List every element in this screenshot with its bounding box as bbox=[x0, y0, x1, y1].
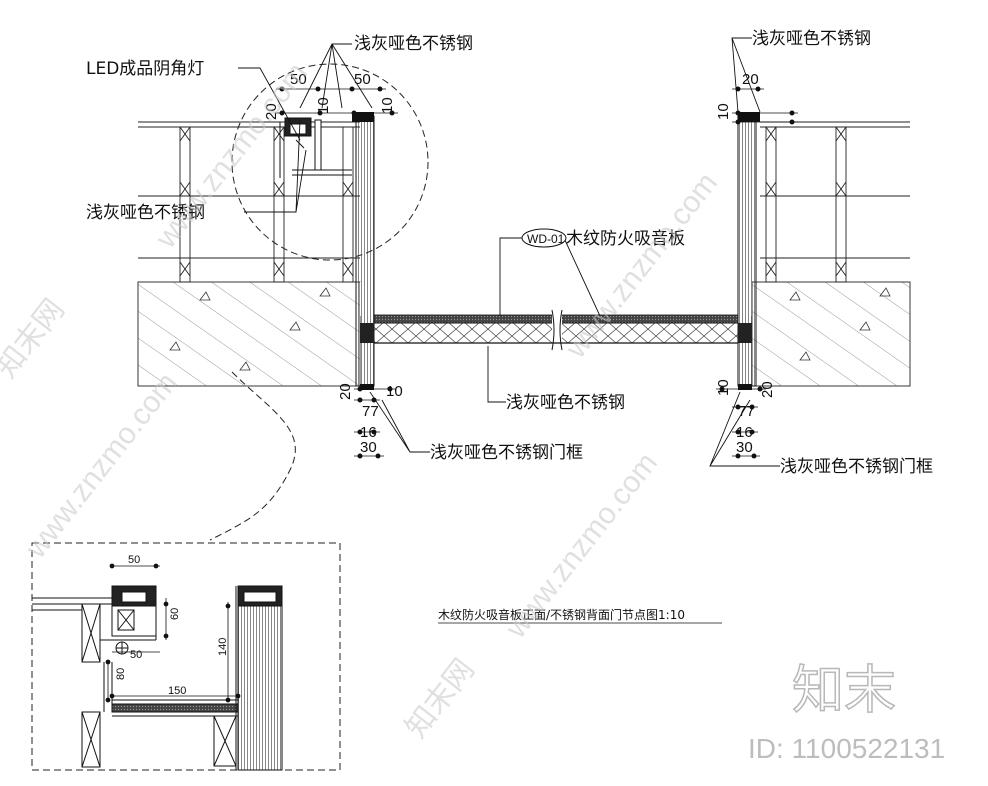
label-ss-left-mid: 浅灰哑色不锈钢 bbox=[86, 203, 205, 223]
dim-text: 10 bbox=[379, 97, 396, 114]
right-wall-panel bbox=[737, 112, 760, 390]
dim-text: 10 bbox=[386, 383, 403, 400]
label-door-frame-right: 浅灰哑色不锈钢门框 bbox=[780, 457, 933, 477]
drawing-caption: 木纹防火吸音板正面/不锈钢背面门节点图1:10 bbox=[438, 607, 722, 624]
detail-callout-circle bbox=[231, 63, 429, 261]
brand-logo-text: 知末 bbox=[792, 661, 896, 721]
detail-dim-text: 50 bbox=[130, 649, 142, 661]
detail-dim-text: 50 bbox=[128, 554, 140, 566]
detail-dim-text: 60 bbox=[169, 608, 181, 620]
detail-dim-text: 150 bbox=[168, 685, 186, 697]
concrete-slab-left bbox=[137, 281, 361, 387]
dim-text: 10 bbox=[315, 97, 332, 114]
dim-text: 16 bbox=[736, 424, 753, 441]
dimension-lines bbox=[276, 88, 798, 457]
detail-dim-text: 80 bbox=[115, 668, 127, 680]
label-ss-bottom: 浅灰哑色不锈钢 bbox=[506, 393, 625, 413]
led-light-detail bbox=[279, 117, 352, 178]
label-door-frame-left: 浅灰哑色不锈钢门框 bbox=[430, 443, 583, 463]
dim-text: 20 bbox=[337, 383, 354, 400]
label-ss-top-left: 浅灰哑色不锈钢 bbox=[354, 34, 473, 54]
concrete-slab-right bbox=[751, 281, 911, 387]
detail-dim-text: 140 bbox=[217, 638, 229, 656]
watermark-site-cn: 知末网 bbox=[0, 293, 71, 384]
caption-text: 木纹防火吸音板正面/不锈钢背面门节点图1:10 bbox=[438, 607, 685, 622]
watermark-site: www.znzmo.com bbox=[19, 367, 184, 565]
dimension-texts: 50 50 20 10 10 10 20 20 10 77 16 30 10 2… bbox=[263, 71, 776, 456]
detail-box: 50 60 50 80 150 140 bbox=[31, 542, 341, 771]
dim-text: 50 bbox=[354, 71, 371, 88]
dim-text: 77 bbox=[738, 403, 755, 420]
left-wall-panel bbox=[352, 112, 375, 390]
wood-panel-tag: WD-01 bbox=[521, 228, 567, 248]
leader-lines bbox=[238, 37, 780, 467]
dim-text: 10 bbox=[715, 379, 732, 396]
watermark-site: www.znzmo.com bbox=[149, 57, 314, 255]
dim-text: 50 bbox=[290, 71, 307, 88]
dimension-ticks bbox=[279, 86, 795, 459]
door-leaf bbox=[360, 309, 752, 351]
brand-id-text: ID: 1100522131 bbox=[748, 733, 945, 764]
ceiling-structure bbox=[138, 121, 910, 283]
dim-text: 20 bbox=[759, 381, 776, 398]
dim-text: 30 bbox=[736, 439, 753, 456]
dim-text: 20 bbox=[742, 71, 759, 88]
annotation-labels: 浅灰哑色不锈钢 LED成品阴角灯 浅灰哑色不锈钢 浅灰哑色不锈钢 木纹防火吸音板… bbox=[86, 29, 933, 477]
wood-panel-tag-text: WD-01 bbox=[527, 232, 565, 246]
dim-text: 77 bbox=[362, 403, 379, 420]
dim-text: 16 bbox=[360, 424, 377, 441]
dim-text: 30 bbox=[360, 439, 377, 456]
dim-text: 10 bbox=[715, 103, 732, 120]
label-led-light: LED成品阴角灯 bbox=[86, 59, 204, 79]
label-wood-panel: 木纹防火吸音板 bbox=[566, 229, 685, 249]
dim-text: 20 bbox=[263, 103, 280, 120]
watermark-site-cn: 知末网 bbox=[400, 653, 481, 744]
detail-callout-leader bbox=[209, 371, 296, 541]
label-ss-top-right: 浅灰哑色不锈钢 bbox=[752, 29, 871, 49]
brand-watermark: 知末 ID: 1100522131 bbox=[748, 660, 945, 764]
